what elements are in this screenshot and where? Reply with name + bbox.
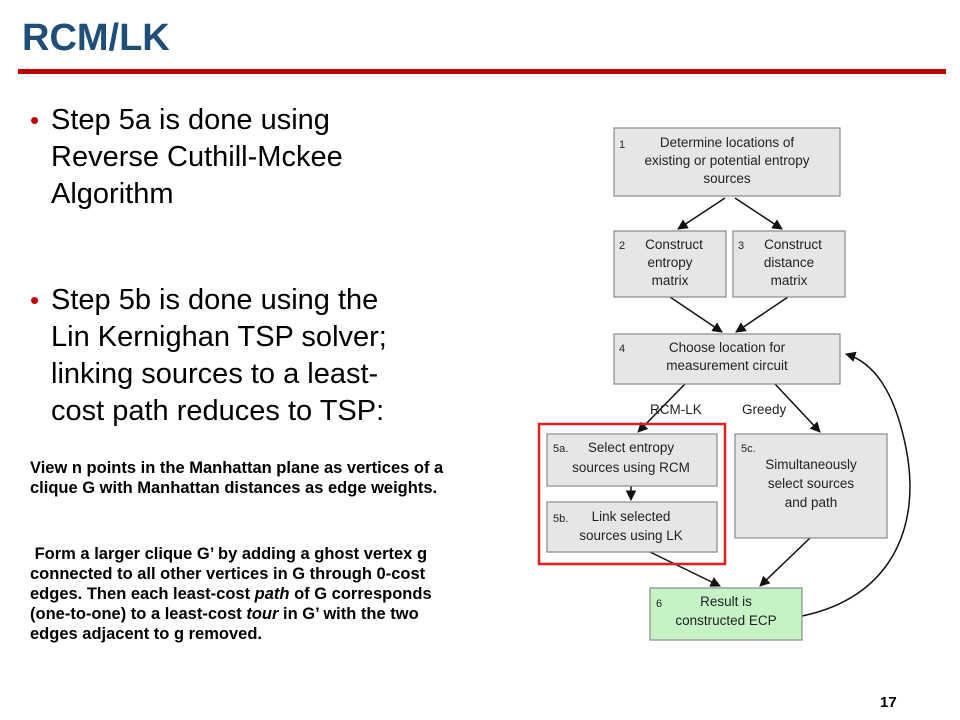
flow-node-4: 4 Choose location for measurement circui… — [613, 333, 841, 385]
flow-node-5c: 5c. Simultaneously select sources and pa… — [734, 433, 888, 539]
node-label-line: select sources — [768, 476, 855, 491]
edge-2-to-4 — [669, 296, 723, 333]
node-number: 5b. — [553, 513, 568, 525]
bullet-step-5b: • Step 5b is done using the Lin Kernigha… — [30, 282, 440, 430]
node-label-line: Determine locations of — [660, 135, 795, 150]
flow-node-6: 6 Result is constructed ECP — [649, 587, 803, 641]
paragraph-manhattan-clique: View n points in the Manhattan plane as … — [30, 459, 444, 497]
node-label-line: existing or potential entropy — [644, 153, 809, 168]
node-number: 2 — [619, 240, 625, 252]
node-number: 5a. — [553, 443, 568, 455]
bullet-line: Reverse Cuthill-Mckee — [51, 141, 343, 173]
node-label-line: entropy — [647, 255, 692, 270]
bullet-dot: • — [30, 105, 40, 135]
node-label-line: Result is — [700, 594, 752, 609]
node-label-line: Select entropy — [588, 440, 675, 455]
paragraph-text: of G corresponds (one-to-one) to a least… — [30, 585, 432, 623]
node-label-line: matrix — [652, 273, 689, 288]
node-label-line: Construct — [645, 237, 703, 252]
edge-3-to-4 — [735, 296, 789, 333]
bullet-line: cost path reduces to TSP: — [51, 395, 385, 427]
bullet-line: linking sources to a least- — [51, 358, 379, 390]
bullet-step-5a: • Step 5a is done using Reverse Cuthill-… — [30, 102, 440, 213]
page-number: 17 — [880, 694, 897, 711]
slide-title: RCM/LK — [22, 17, 170, 59]
edge-6-to-4-loop — [801, 351, 911, 617]
node-label-line: Choose location for — [669, 340, 786, 355]
flow-node-3: 3 Construct distance matrix — [732, 230, 846, 298]
node-number: 3 — [738, 240, 744, 252]
edge-1-to-2 — [677, 197, 726, 230]
bullet-line: Algorithm — [51, 178, 174, 210]
edge-label-greedy: Greedy — [742, 402, 787, 417]
paragraph-ghost-vertex: Form a larger clique G’ by adding a ghos… — [30, 544, 470, 644]
edge-label-rcm-lk: RCM-LK — [650, 402, 702, 417]
edge-5b-to-6 — [649, 551, 721, 587]
emphasis-path: path — [254, 585, 290, 603]
paragraph-text: in G’ with the two edges adjacent to g r… — [30, 605, 419, 643]
node-label-line: and path — [785, 495, 838, 510]
flow-node-5b: 5b. Link selected sources using LK — [546, 501, 718, 553]
node-label-line: constructed ECP — [675, 613, 776, 628]
edge-1-to-3 — [734, 197, 783, 230]
flow-node-5a: 5a. Select entropy sources using RCM — [546, 433, 718, 487]
emphasis-tour: tour — [246, 605, 279, 623]
flow-node-1: 1 Determine locations of existing or pot… — [613, 127, 841, 197]
node-label-line: sources using RCM — [572, 460, 690, 475]
node-label-line: sources using LK — [579, 528, 683, 543]
node-label-line: Construct — [764, 237, 822, 252]
ecp-flowchart: RCM-LK Greedy 1 Determine locations of e… — [537, 127, 911, 641]
flow-node-2: 2 Construct entropy matrix — [613, 230, 727, 298]
node-number: 4 — [619, 343, 625, 355]
edge-4-to-5c — [774, 383, 821, 433]
title-divider — [18, 69, 946, 74]
node-number: 1 — [619, 139, 625, 151]
bullet-line: Lin Kernighan TSP solver; — [51, 321, 387, 353]
bullet-line: Step 5a is done using — [51, 104, 330, 136]
node-label-line: matrix — [771, 273, 808, 288]
bullet-text: Step 5a is done using Reverse Cuthill-Mc… — [51, 102, 440, 213]
node-number: 6 — [656, 598, 662, 610]
paragraph-text: Form a larger clique G’ by adding a ghos… — [30, 545, 428, 603]
node-label-line: distance — [764, 255, 814, 270]
node-label-line: Simultaneously — [765, 457, 857, 472]
node-label-line: Link selected — [592, 509, 671, 524]
bullet-line: Step 5b is done using the — [51, 284, 379, 316]
node-number: 5c. — [741, 443, 756, 455]
bullet-dot: • — [30, 285, 40, 315]
bullet-text: Step 5b is done using the Lin Kernighan … — [51, 282, 440, 430]
rcm-lk-highlight — [537, 422, 727, 566]
node-label-line: sources — [703, 171, 751, 186]
node-label-line: measurement circuit — [666, 358, 788, 373]
edge-5c-to-6 — [759, 537, 811, 587]
